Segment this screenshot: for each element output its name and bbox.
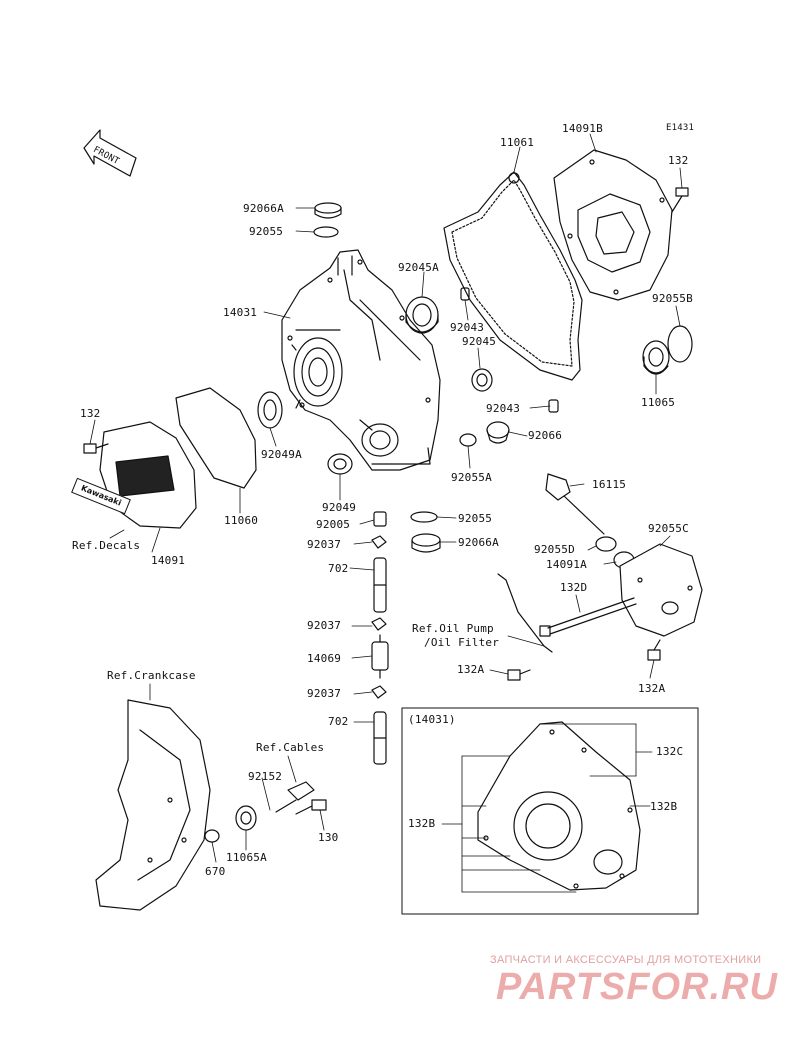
part-label-132a-left: 132A xyxy=(457,663,485,676)
part-label-92005: 92005 xyxy=(316,518,351,531)
plug-92066 xyxy=(486,421,510,444)
part-label-92055d: 92055D xyxy=(534,543,575,556)
part-label-92037-b: 92037 xyxy=(307,619,342,632)
inset-title: (14031) xyxy=(408,713,456,726)
clamp-92037-a xyxy=(371,535,387,549)
o-ring-92055-mid xyxy=(410,511,438,523)
front-arrow-icon xyxy=(83,129,137,177)
ref-cables: Ref.Cables xyxy=(256,741,325,754)
seal-11065 xyxy=(642,340,670,375)
part-label-132-left: 132 xyxy=(80,407,101,420)
part-label-92037-a: 92037 xyxy=(307,538,342,551)
part-label-92055-mid: 92055 xyxy=(458,512,493,525)
oil-pipe xyxy=(497,573,553,653)
ref-crankcase: Ref.Crankcase xyxy=(107,669,196,682)
part-label-11060: 11060 xyxy=(224,514,259,527)
o-ring-92055-top xyxy=(313,226,339,238)
part-label-14091: 14091 xyxy=(151,554,186,567)
clamp-92037-b xyxy=(371,617,387,631)
crankcase-ref xyxy=(95,699,211,911)
part-label-132c: 132C xyxy=(656,745,684,758)
bolt-132a-left xyxy=(507,669,531,681)
hose-702-b xyxy=(373,711,387,765)
part-label-92043-b: 92043 xyxy=(486,402,521,415)
part-label-702-a: 702 xyxy=(328,562,349,575)
part-label-92045: 92045 xyxy=(462,335,497,348)
cap-92066a-top xyxy=(314,202,342,219)
part-label-92066: 92066 xyxy=(528,429,563,442)
hose-702-a xyxy=(373,557,387,613)
part-label-92037-c: 92037 xyxy=(307,687,342,700)
part-label-702-b: 702 xyxy=(328,715,349,728)
part-label-11065a: 11065A xyxy=(226,851,267,864)
cap-92066a-mid xyxy=(411,533,441,553)
part-label-14091a: 14091A xyxy=(546,558,587,571)
part-label-11061: 11061 xyxy=(500,136,535,149)
clamp-92037-c xyxy=(371,685,387,699)
part-label-92066a-top: 92066A xyxy=(243,202,284,215)
bolt-132a-right xyxy=(647,639,661,661)
cable-holder-92152 xyxy=(275,781,315,813)
part-label-92055-top: 92055 xyxy=(249,225,284,238)
ref-oil-filter: /Oil Filter xyxy=(424,636,500,649)
part-label-670: 670 xyxy=(205,865,226,878)
part-label-132d: 132D xyxy=(560,581,588,594)
gasket-11060 xyxy=(175,387,257,489)
part-label-92066a-mid: 92066A xyxy=(458,536,499,549)
leader-lines xyxy=(89,133,683,893)
part-label-92049: 92049 xyxy=(322,501,357,514)
part-label-92152: 92152 xyxy=(248,770,283,783)
part-label-132a-right: 132A xyxy=(638,682,666,695)
part-label-92055b: 92055B xyxy=(652,292,693,305)
bolt-132d xyxy=(539,597,637,637)
part-label-92055a: 92055A xyxy=(451,471,492,484)
cover-14091a xyxy=(619,543,703,637)
dipstick-16115 xyxy=(545,473,605,535)
inset-cover-14031 xyxy=(477,721,641,891)
part-label-92049a: 92049A xyxy=(261,448,302,461)
part-label-132-top: 132 xyxy=(668,154,689,167)
ref-decals: Ref.Decals xyxy=(72,539,141,552)
part-label-92055c: 92055C xyxy=(648,522,689,535)
o-ring-92055d xyxy=(595,536,617,552)
part-label-14031: 14031 xyxy=(223,306,258,319)
seal-92049 xyxy=(327,453,353,475)
cover-14091b xyxy=(553,149,673,301)
part-label-92045a: 92045A xyxy=(398,261,439,274)
valve-14069 xyxy=(371,634,389,679)
o-ring-92055a xyxy=(459,433,477,447)
bearing-92045 xyxy=(471,368,493,392)
part-label-11065: 11065 xyxy=(641,396,676,409)
cover-14031 xyxy=(281,249,441,471)
diagram-code: E1431 xyxy=(666,123,695,133)
part-label-132b-left: 132B xyxy=(408,817,436,830)
part-label-14069: 14069 xyxy=(307,652,342,665)
ref-oil-pump: Ref.Oil Pump xyxy=(412,622,494,635)
watermark-brand: PARTSFOR.RU xyxy=(496,966,778,1008)
bearing-92045a xyxy=(405,296,439,334)
cover-14091 xyxy=(99,421,197,529)
part-label-92043-a: 92043 xyxy=(450,321,485,334)
bolt-130 xyxy=(311,799,327,811)
part-label-132b-right: 132B xyxy=(650,800,678,813)
part-label-16115: 16115 xyxy=(592,478,627,491)
o-ring-670 xyxy=(204,829,220,843)
o-ring-92055b xyxy=(667,325,693,363)
watermark-tagline: ЗАПЧАСТИ И АКСЕССУАРЫ ДЛЯ МОТОТЕХНИКИ xyxy=(490,954,762,966)
inset-box xyxy=(401,707,699,915)
part-label-130: 130 xyxy=(318,831,339,844)
fitting-92005 xyxy=(373,511,387,527)
part-label-14091b: 14091B xyxy=(562,122,603,135)
seal-92049a xyxy=(257,391,283,429)
bolt-132-top xyxy=(671,187,689,213)
seal-11065a xyxy=(235,805,257,831)
